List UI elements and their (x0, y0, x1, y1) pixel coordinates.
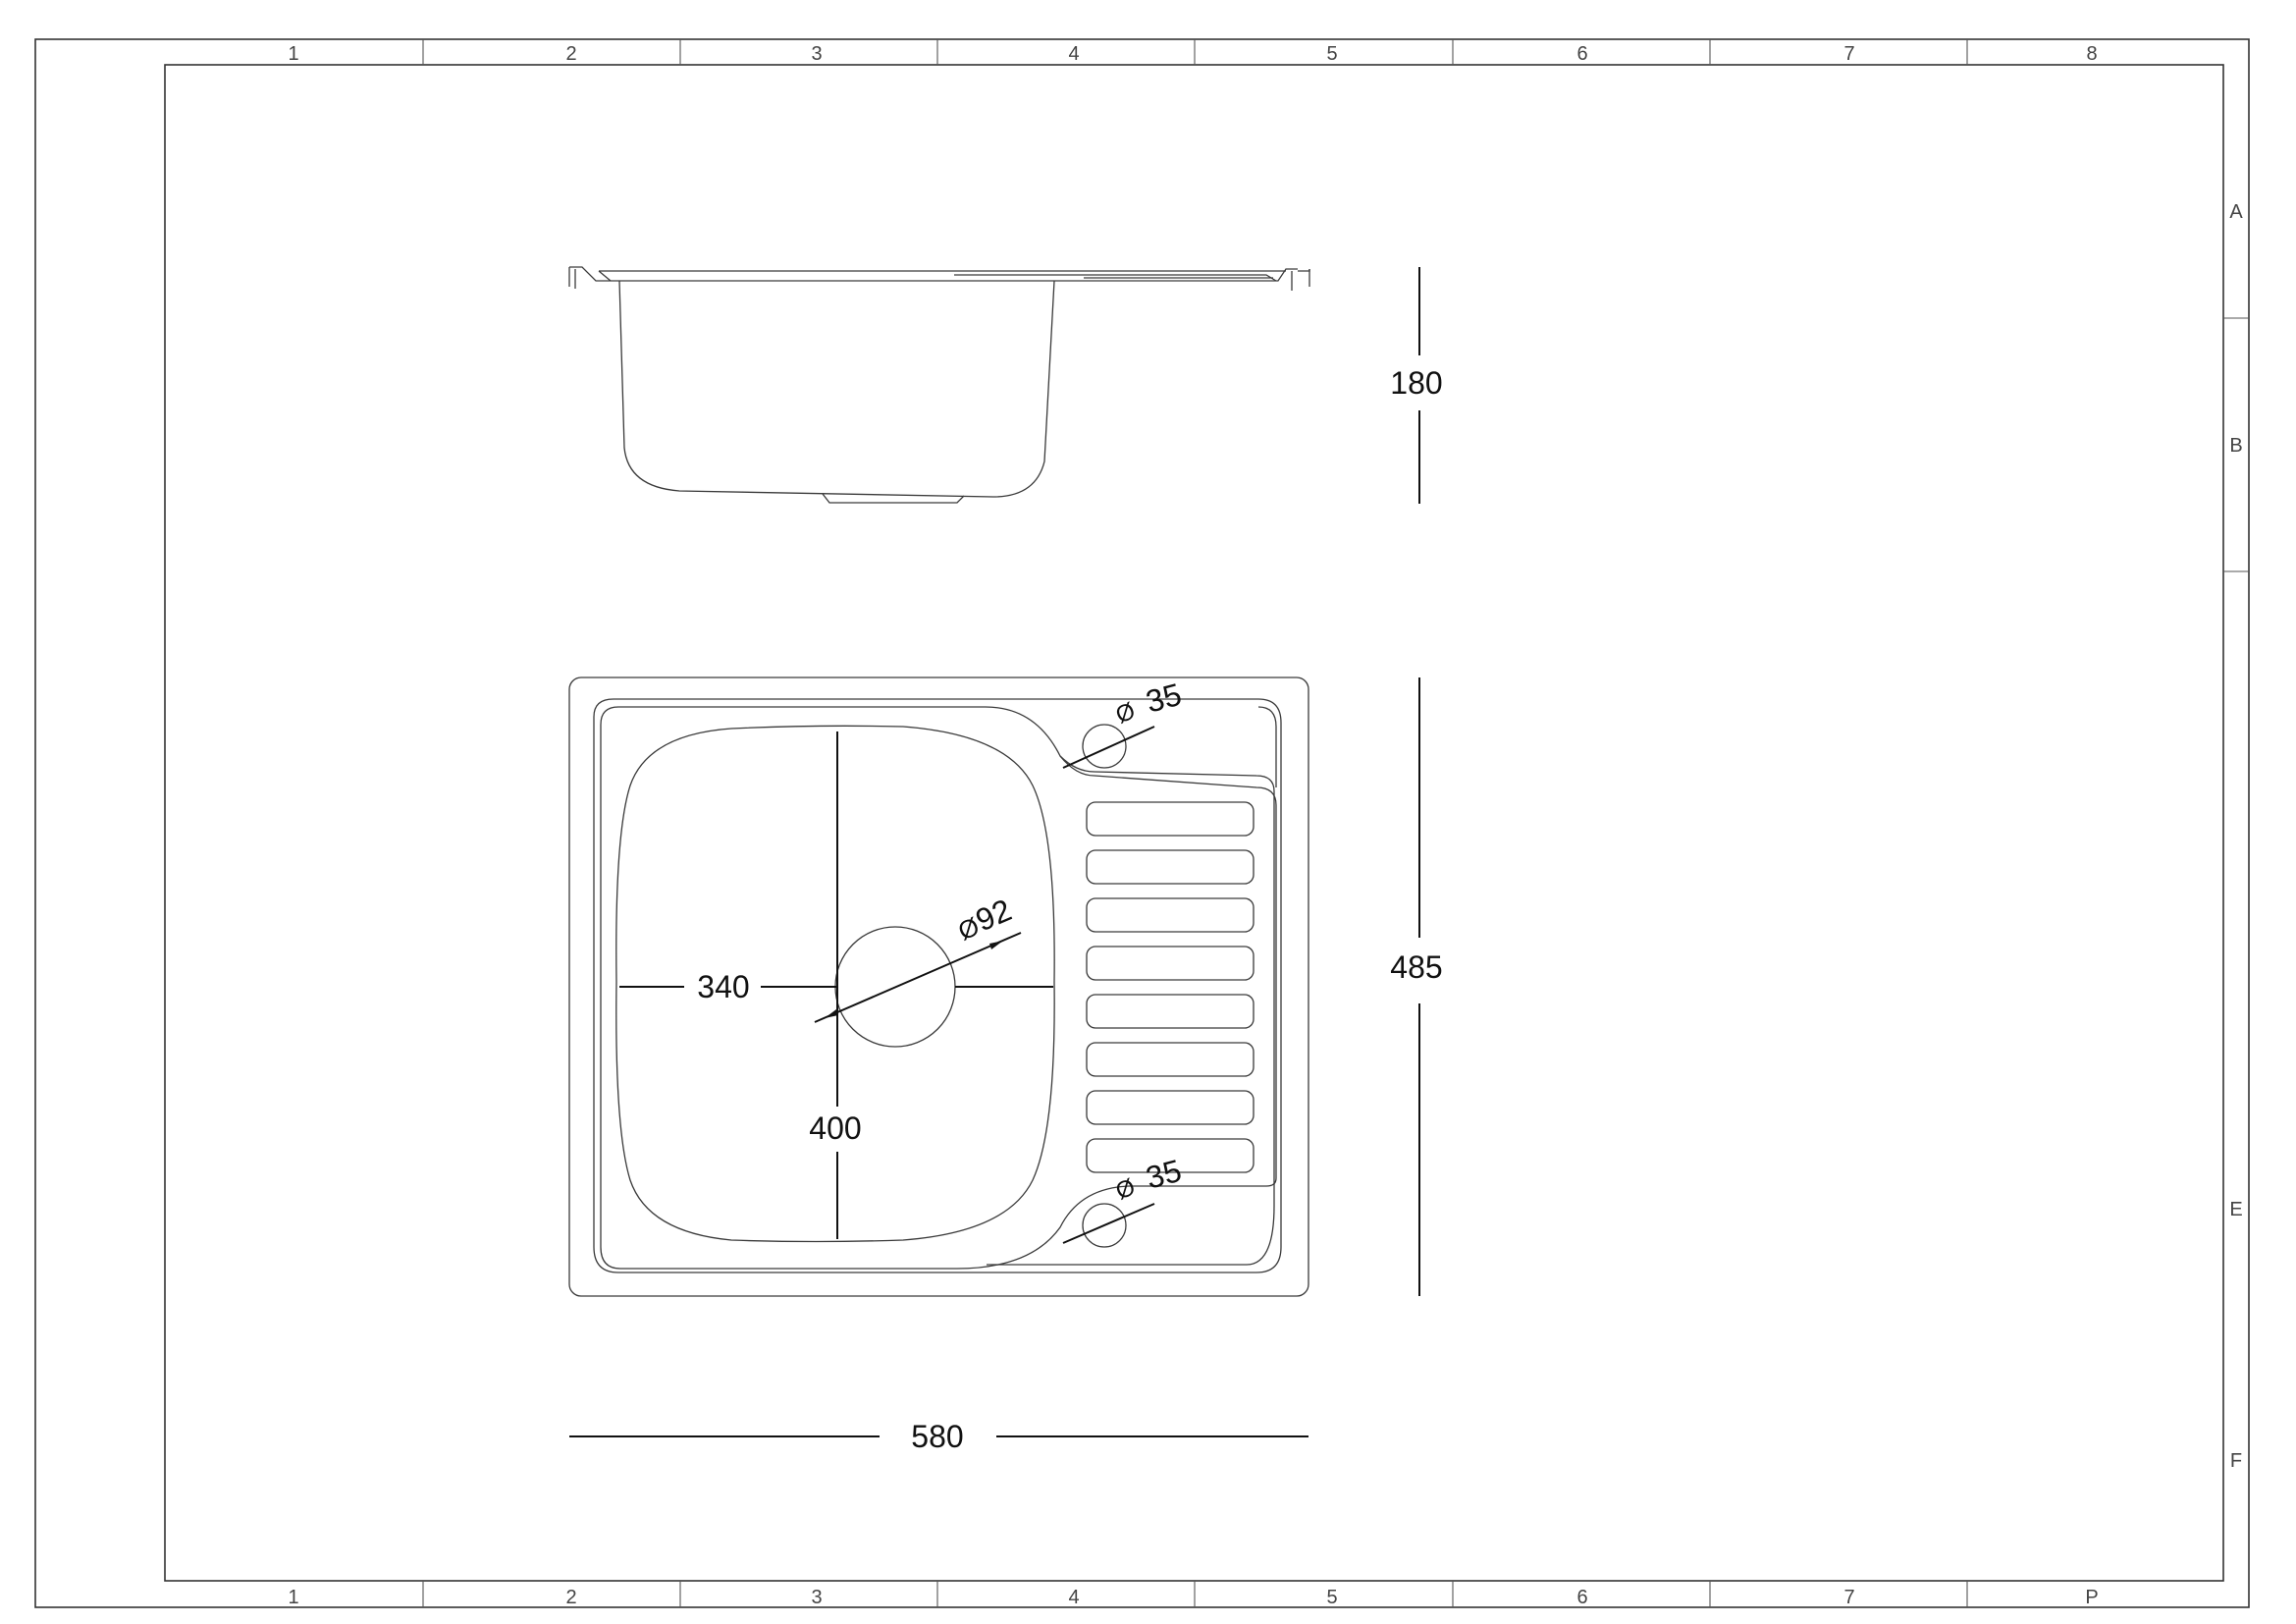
zone-label-bottom-2: 2 (565, 1587, 576, 1608)
zone-label-bottom-3: 3 (811, 1587, 822, 1608)
drainer-grooves (1086, 801, 1255, 1173)
dimension-bowl-width-label: 340 (697, 969, 749, 1004)
dimension-tap-hole-bottom-label: 35 (1142, 1153, 1185, 1196)
sink-side-view (568, 266, 1310, 504)
zone-label-top-6: 6 (1576, 43, 1587, 65)
zone-label-top-8: 8 (2086, 43, 2097, 65)
zone-label-right-e: E (2229, 1199, 2242, 1220)
zone-label-top-1: 1 (288, 43, 298, 65)
zone-label-right-a: A (2229, 201, 2243, 223)
drawing-frame (34, 38, 2250, 1608)
zone-label-bottom-6: 6 (1576, 1587, 1587, 1608)
dimension-bowl-length: 400 (805, 731, 870, 1239)
dimension-tap-hole-top-label: 35 (1142, 677, 1185, 720)
dimension-width: 580 (569, 1419, 1308, 1454)
dimension-length-label: 485 (1390, 949, 1442, 985)
dimension-tap-hole-top-symbol: Ø (1112, 697, 1140, 729)
zone-label-top-2: 2 (565, 43, 576, 65)
zone-label-right-b: B (2229, 435, 2242, 457)
sink-top-view (568, 677, 1309, 1297)
zone-label-right-f: F (2230, 1450, 2242, 1472)
zone-label-top-3: 3 (811, 43, 822, 65)
dimension-bowl-length-label: 400 (809, 1110, 861, 1146)
zone-label-bottom-5: 5 (1326, 1587, 1337, 1608)
dimension-length: 485 (1390, 677, 1443, 1296)
zone-label-top-4: 4 (1068, 43, 1079, 65)
zone-label-bottom-8: P (2085, 1587, 2098, 1608)
zone-label-top-5: 5 (1326, 43, 1337, 65)
zone-labels-right: A B E F (2229, 201, 2243, 1472)
zone-label-bottom-7: 7 (1843, 1587, 1854, 1608)
zone-labels-top: 1 2 3 4 5 6 7 8 (288, 43, 2097, 65)
zone-label-top-7: 7 (1843, 43, 1854, 65)
zone-label-bottom-4: 4 (1068, 1587, 1079, 1608)
dimension-bowl-width: 340 (619, 969, 1053, 1004)
dimension-tap-hole-bottom: Ø 35 (1062, 1153, 1185, 1244)
dimension-width-label: 580 (911, 1419, 963, 1454)
zone-labels-bottom: 1 2 3 4 5 6 7 P (288, 1587, 2098, 1608)
dimension-drain-diameter: Ø 92 (814, 892, 1022, 1023)
dimension-tap-hole-bottom-symbol: Ø (1112, 1173, 1140, 1205)
dimension-depth-label: 180 (1390, 365, 1442, 401)
zone-label-bottom-1: 1 (288, 1587, 298, 1608)
dimension-depth: 180 (1390, 267, 1443, 504)
